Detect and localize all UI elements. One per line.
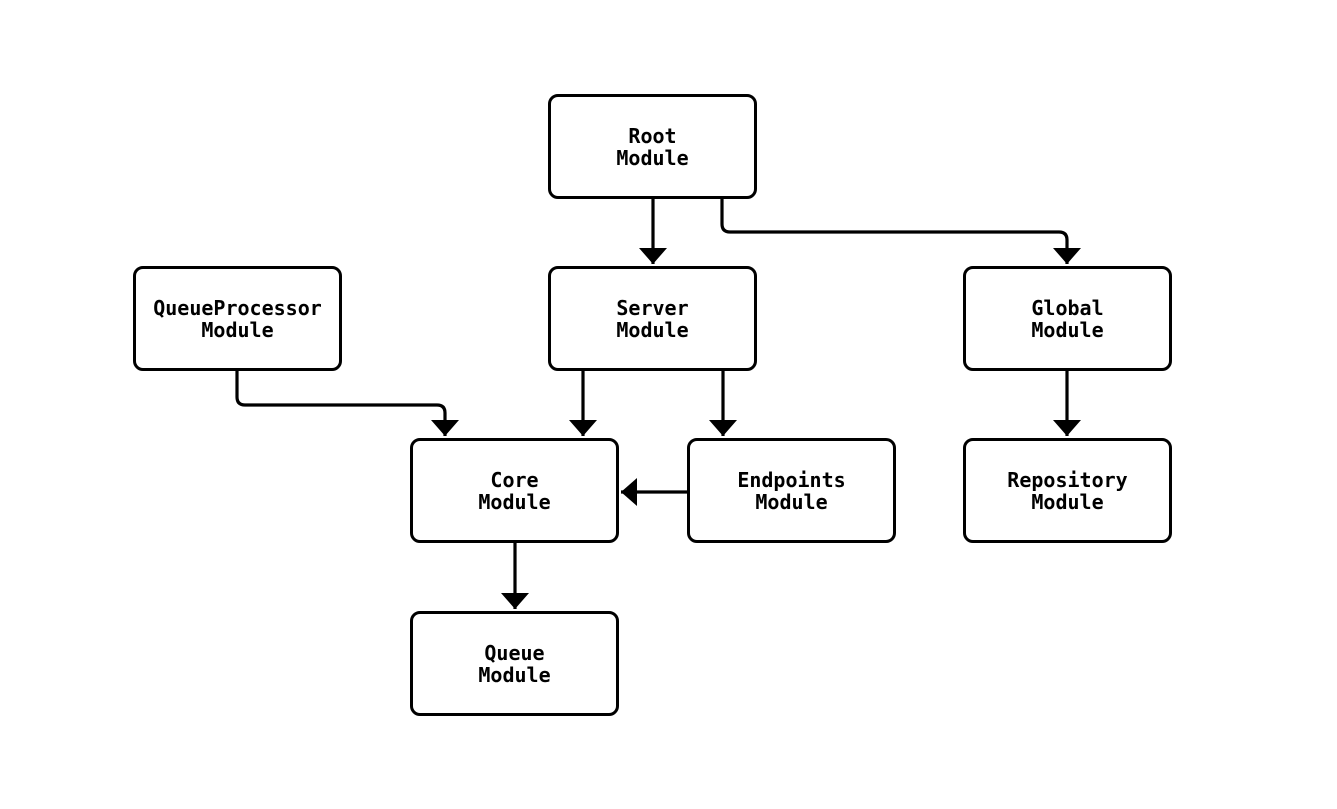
node-queueprocessor-module: QueueProcessor Module <box>133 266 342 371</box>
node-label: Root <box>628 123 677 148</box>
node-server-module: Server Module <box>548 266 757 371</box>
node-label: Module <box>1031 317 1104 342</box>
node-label: Module <box>616 145 689 170</box>
node-label: Endpoints <box>737 467 846 492</box>
node-global-module: Global Module <box>963 266 1172 371</box>
node-label: Repository <box>1007 467 1128 492</box>
node-label: Module <box>478 662 551 687</box>
node-label: Module <box>616 317 689 342</box>
node-label: Module <box>1031 489 1104 514</box>
node-label: Module <box>755 489 828 514</box>
node-label: Module <box>478 489 551 514</box>
edge-root-to-global <box>720 198 1081 264</box>
node-queue-module: Queue Module <box>410 611 619 716</box>
node-repository-module: Repository Module <box>963 438 1172 543</box>
edge-queueprocessor-to-core <box>235 371 459 436</box>
node-label: Core <box>490 467 539 492</box>
node-label: Server <box>616 295 689 320</box>
node-label: Queue <box>484 640 545 665</box>
node-core-module: Core Module <box>410 438 619 543</box>
node-label: Global <box>1031 295 1104 320</box>
node-label: Module <box>201 317 274 342</box>
node-endpoints-module: Endpoints Module <box>687 438 896 543</box>
node-root-module: Root Module <box>548 94 757 199</box>
node-label: QueueProcessor <box>153 295 322 320</box>
